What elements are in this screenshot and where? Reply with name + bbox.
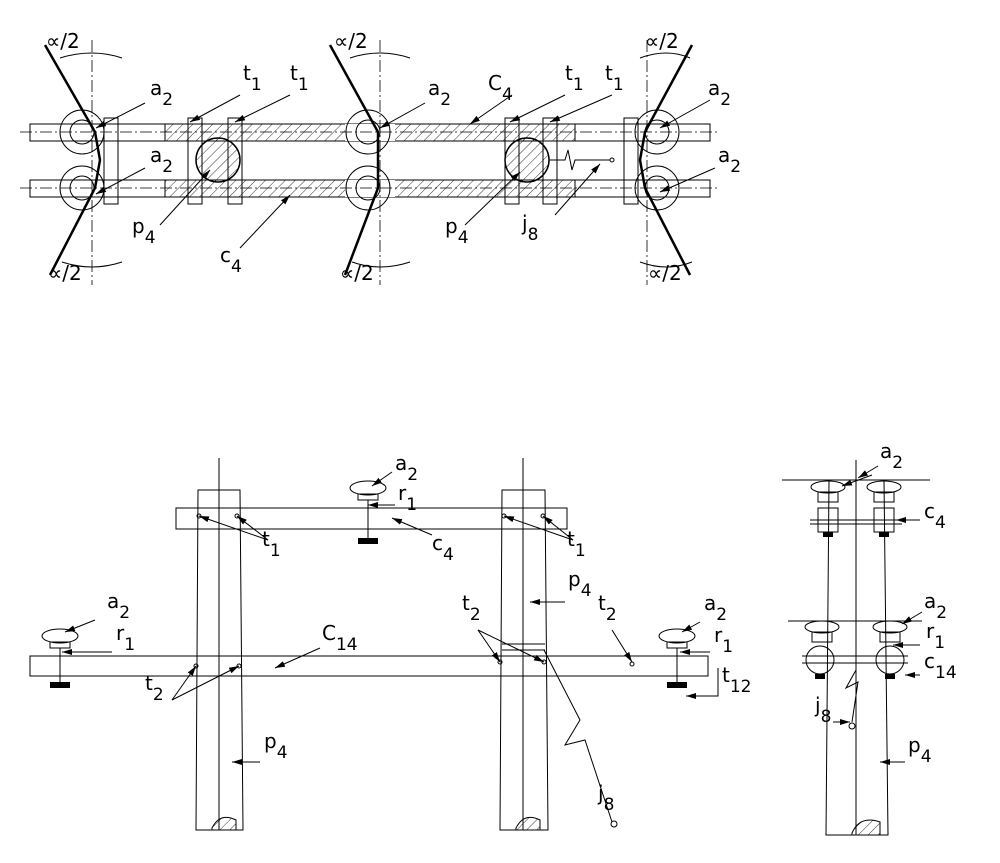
reference-label: p4 — [568, 567, 592, 601]
reference-label: t1 — [243, 61, 262, 95]
reference-label: p4 — [132, 214, 156, 248]
reference-label: ∝/2 — [46, 29, 80, 53]
reference-label: a2 — [704, 591, 727, 625]
reference-label: ∝/2 — [340, 261, 374, 285]
conductor-lines — [43, 44, 694, 276]
upper-assembly — [810, 480, 902, 537]
reference-label: C4 — [488, 71, 513, 105]
pole-section — [195, 137, 241, 183]
reference-label: p4 — [264, 729, 288, 763]
reference-label: c4 — [924, 499, 946, 533]
reference-label: t1 — [567, 527, 586, 561]
reference-label: r1 — [714, 623, 733, 657]
reference-label: a2 — [708, 76, 731, 110]
reference-label: C14 — [322, 621, 358, 655]
reference-label: c4 — [220, 243, 242, 277]
reference-label: ∝/2 — [645, 29, 679, 53]
reference-label: c4 — [432, 531, 454, 565]
reference-label: a2 — [150, 143, 173, 177]
plan-view: ∝/2 ∝/2 ∝/2 ∝/2 ∝/2 ∝/2 a2 a2 t1 t1 a2 C… — [20, 29, 741, 285]
reference-label: t1 — [262, 527, 281, 561]
reference-label: ∝/2 — [334, 29, 368, 53]
reference-label: a2 — [428, 76, 451, 110]
reference-label: t1 — [605, 61, 624, 95]
lower-assembly — [802, 620, 908, 679]
reference-label: r1 — [398, 481, 417, 515]
reference-label: t1 — [565, 61, 584, 95]
reference-label: j8 — [521, 211, 538, 245]
reference-label: t2 — [145, 671, 164, 705]
reference-label: p4 — [908, 733, 932, 767]
reference-label: p4 — [445, 214, 469, 248]
reference-label: a2 — [718, 143, 741, 177]
reference-label: a2 — [924, 589, 947, 623]
reference-label: j8 — [814, 693, 831, 727]
pole-side — [825, 479, 889, 836]
insulators — [41, 480, 696, 688]
side-labels: a2 c4 a2 r1 c14 j8 p4 — [814, 439, 957, 767]
upper-crossarm — [175, 507, 568, 530]
pole-right — [499, 489, 549, 831]
reference-label: a2 — [107, 589, 130, 623]
reference-label: a2 — [880, 439, 903, 473]
lower-crossarm — [29, 655, 709, 677]
reference-label: ∝/2 — [648, 261, 682, 285]
reference-label: t2 — [598, 591, 617, 625]
reference-label: t1 — [290, 61, 309, 95]
reference-label: t12 — [722, 663, 751, 697]
reference-label: a2 — [150, 76, 173, 110]
pole-section — [504, 137, 550, 183]
elevation-labels: a2 r1 c4 t1 t1 p4 t2 t2 C14 t2 a2 r1 a2 … — [107, 451, 751, 815]
reference-label: c14 — [924, 649, 957, 683]
reference-label: r1 — [926, 619, 945, 653]
pole-left — [195, 489, 244, 831]
reference-label: r1 — [116, 621, 135, 655]
side-view: a2 c4 a2 r1 c14 j8 p4 — [782, 439, 957, 836]
plan-labels: ∝/2 ∝/2 ∝/2 ∝/2 ∝/2 ∝/2 a2 a2 t1 t1 a2 C… — [46, 29, 741, 285]
reference-label: t2 — [462, 591, 481, 625]
reference-label: j8 — [597, 781, 614, 815]
reference-label: ∝/2 — [48, 261, 82, 285]
front-elevation: a2 r1 c4 t1 t1 p4 t2 t2 C14 t2 a2 r1 a2 … — [29, 451, 751, 831]
reference-label: a2 — [395, 451, 418, 485]
